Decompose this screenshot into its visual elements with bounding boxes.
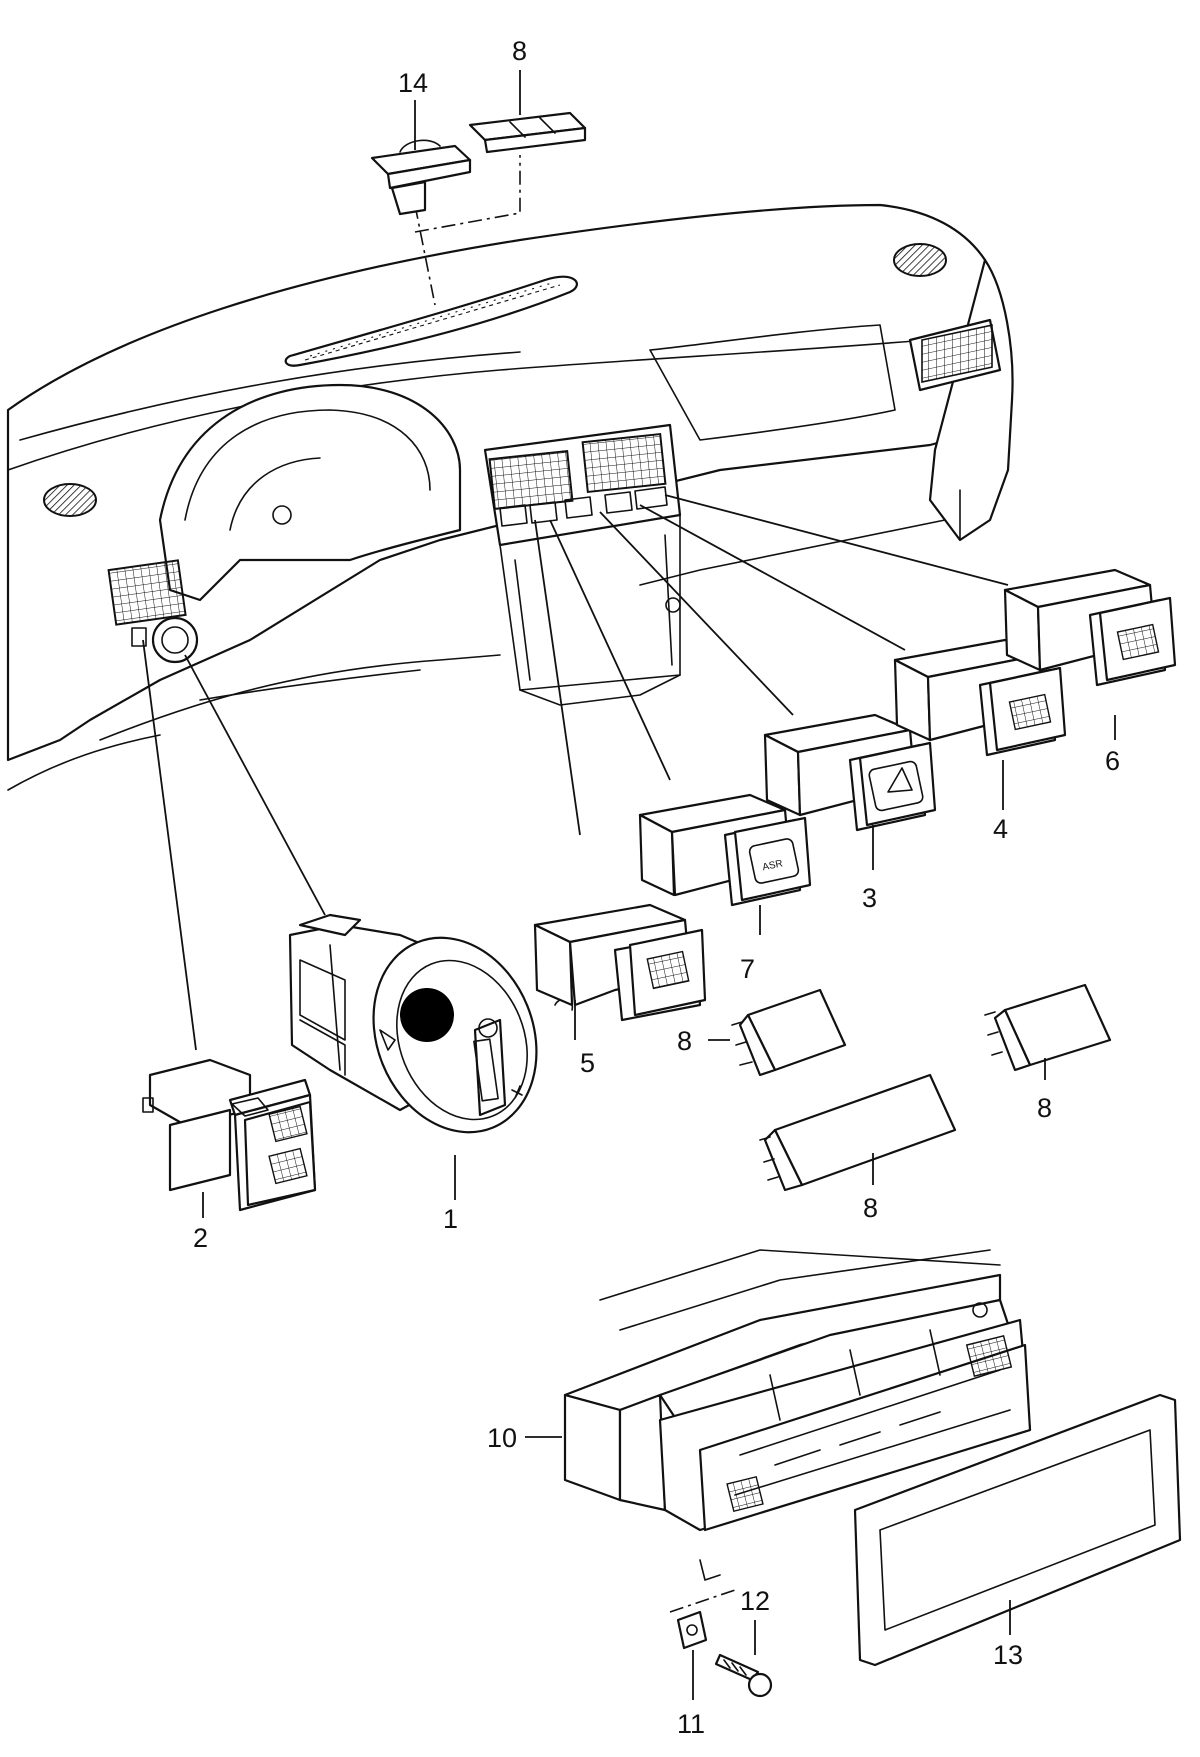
left-speaker-grille [43, 483, 97, 517]
part-2-fog-light-switch [142, 1058, 317, 1212]
asr-button-label: ASR [761, 858, 783, 873]
callout-6: 6 [1105, 746, 1120, 776]
callout-13: 13 [993, 1640, 1023, 1670]
marker-dot [400, 988, 454, 1042]
center-left-vent [488, 449, 574, 511]
callout-12: 12 [740, 1586, 770, 1616]
callout-7: 7 [740, 954, 755, 984]
part-8-top-cover [468, 111, 587, 154]
part-11-clip [669, 1589, 736, 1650]
callout-4: 4 [993, 814, 1008, 844]
callout-8-c: 8 [1037, 1093, 1052, 1123]
callout-5: 5 [580, 1048, 595, 1078]
left-air-vent [107, 559, 187, 626]
callout-10: 10 [487, 1423, 517, 1453]
callout-1: 1 [443, 1204, 458, 1234]
part-1-headlight-switch [288, 913, 574, 1134]
leader-lines [142, 70, 1116, 1700]
callout-8-a: 8 [677, 1026, 692, 1056]
part-8-blank-cover-b [759, 1073, 957, 1192]
callout-2: 2 [193, 1223, 208, 1253]
callout-14: 14 [398, 68, 428, 98]
part-12-screw [714, 1653, 773, 1698]
dashboard-assembly [6, 203, 1014, 791]
callout-11: 11 [677, 1709, 705, 1739]
part-8-blank-cover-c [984, 983, 1112, 1072]
assembly-line-14-8 [414, 204, 436, 306]
part-14-clip [370, 139, 472, 216]
callout-8-b: 8 [863, 1193, 878, 1223]
right-speaker-grille [893, 243, 947, 277]
center-right-vent [581, 432, 667, 494]
part-3-hazard-switch [763, 713, 937, 832]
callout-3: 3 [862, 883, 877, 913]
right-air-vent [921, 324, 993, 383]
part-4-switch [893, 638, 1067, 757]
part-5-switch [533, 903, 707, 1022]
part-6-switch [1003, 568, 1177, 687]
part-10-climate-control-unit [563, 1249, 1032, 1581]
part-13-trim-frame [853, 1393, 1182, 1667]
part-7-asr-switch: ASR [638, 793, 812, 907]
callout-numbers: 14 8 1 2 5 7 3 4 6 8 8 8 10 12 11 13 [193, 36, 1120, 1739]
part-8-blank-cover-a [731, 988, 847, 1077]
callout-8-top: 8 [512, 36, 527, 66]
